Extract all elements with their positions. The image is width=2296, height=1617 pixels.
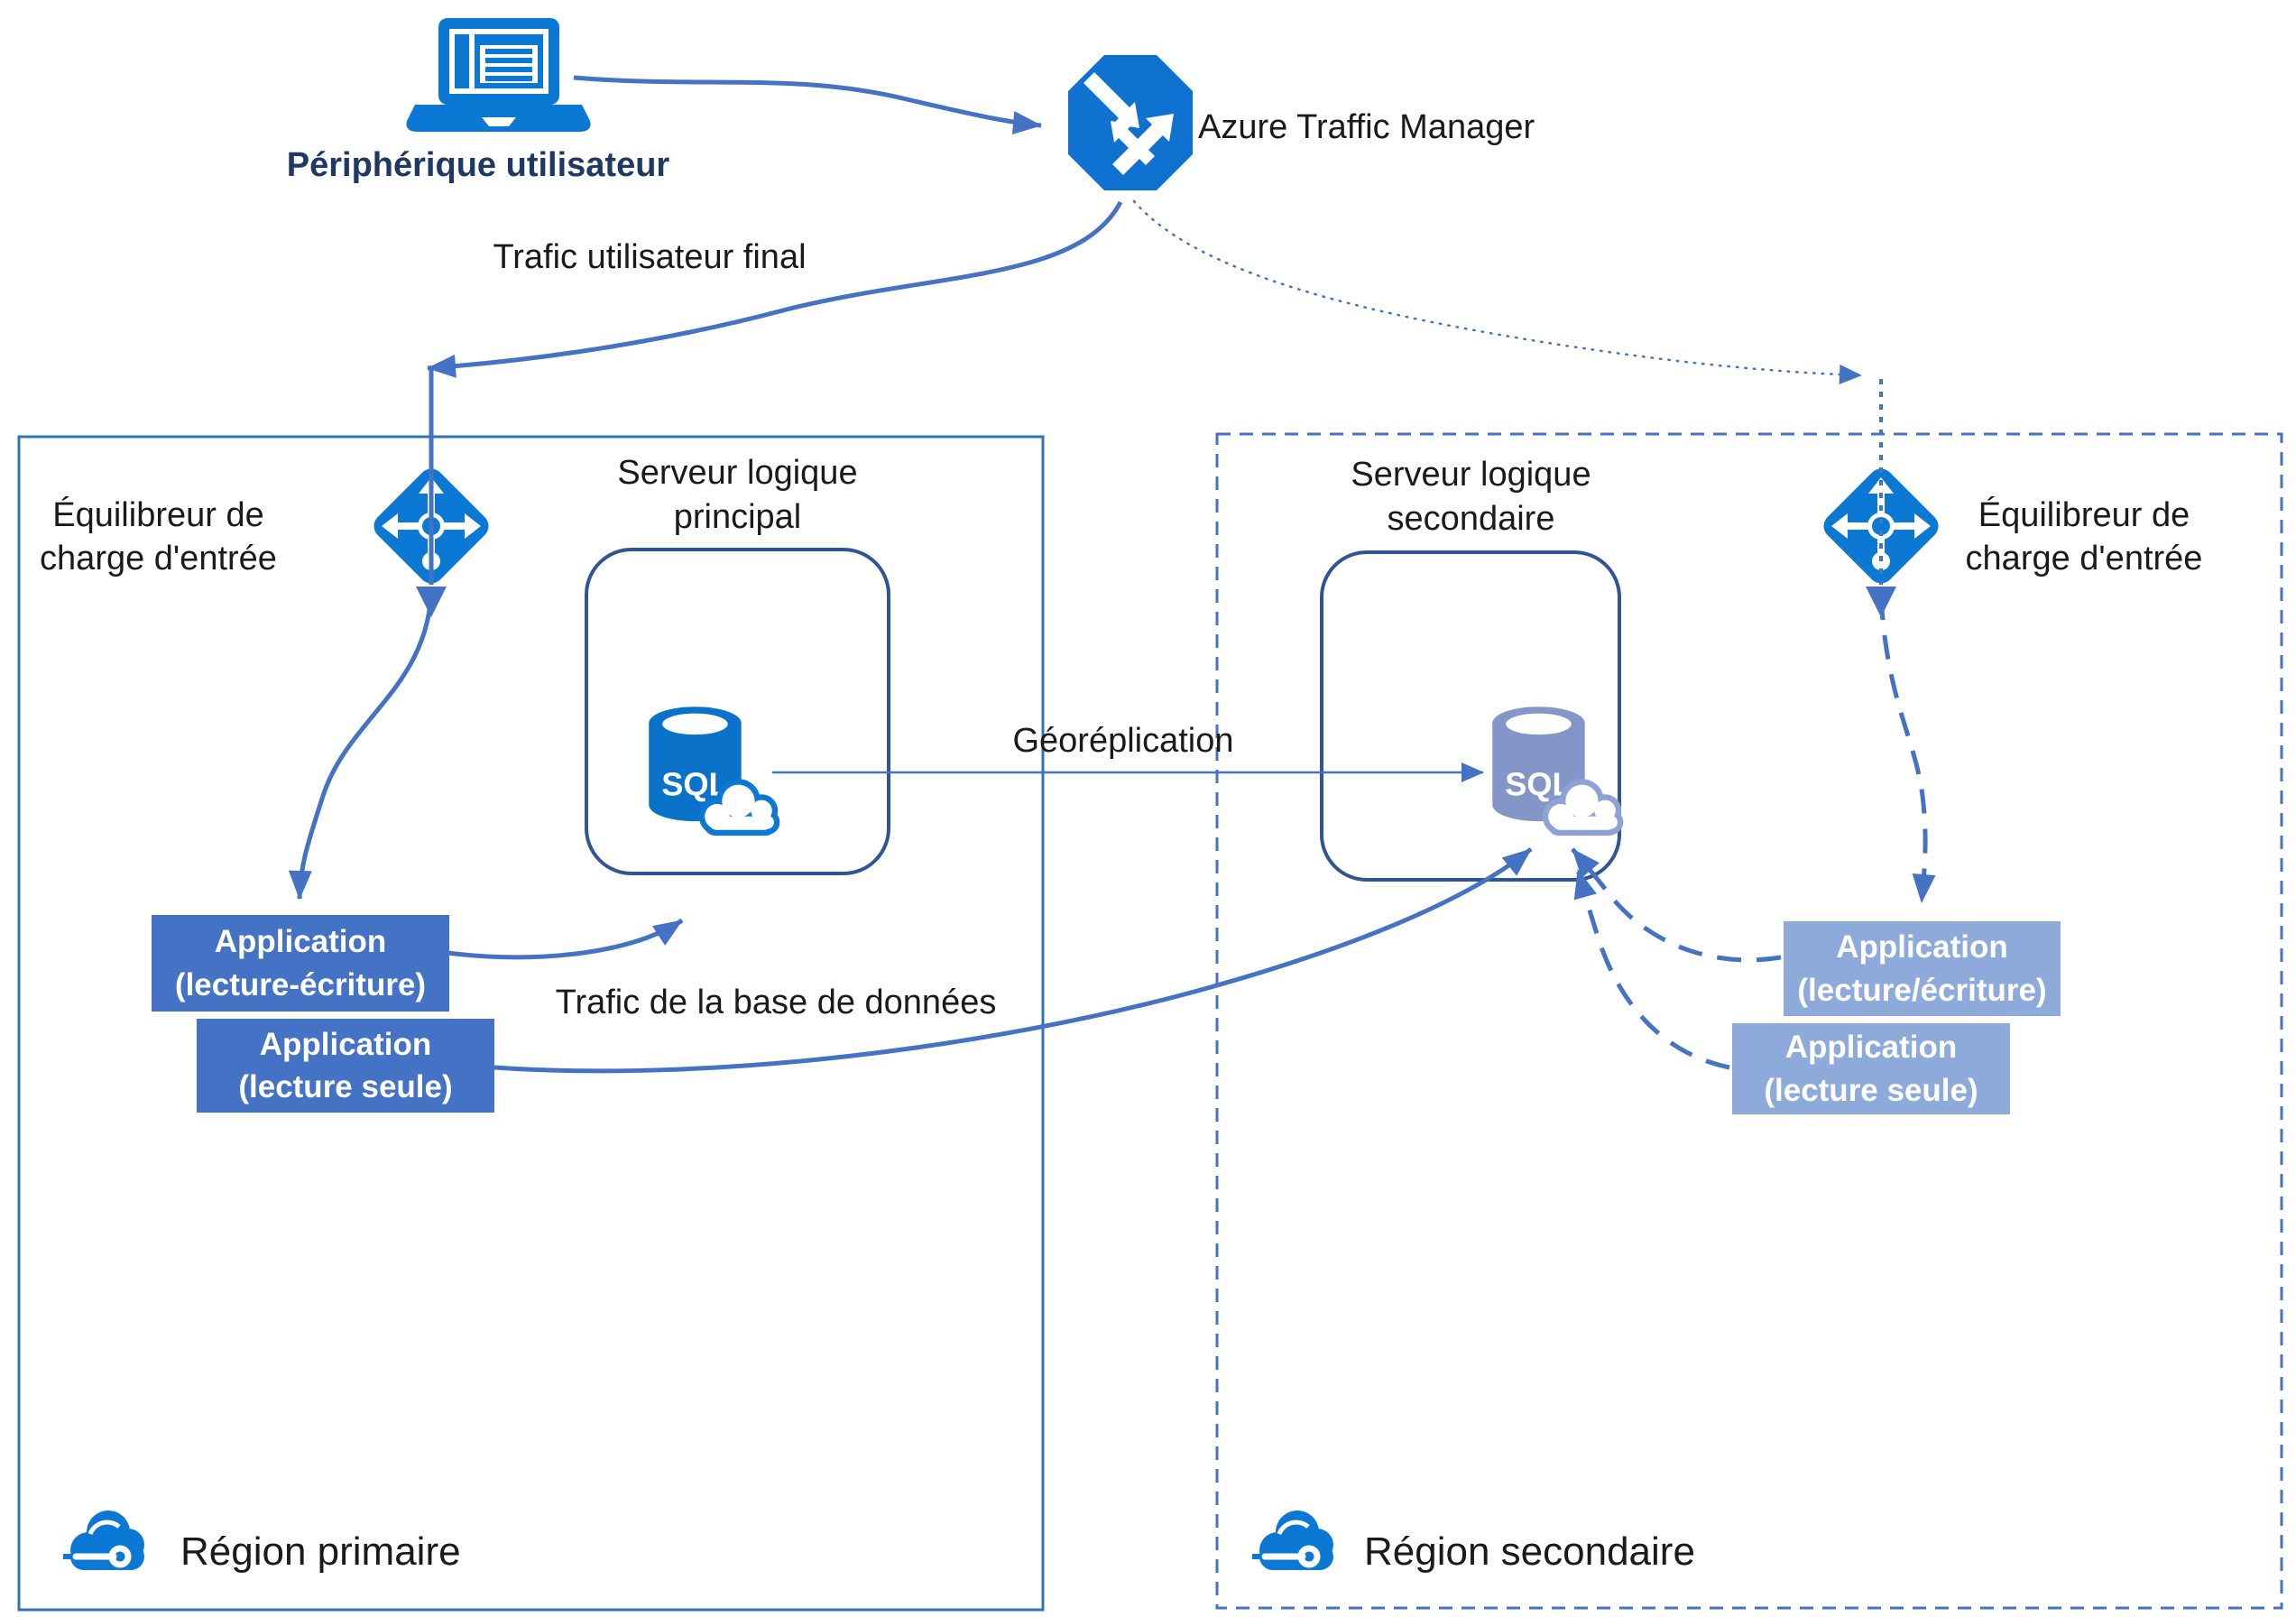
primary-region-box	[17, 435, 1045, 1612]
edge-app-rw-secondary-to-sql-dashed	[1571, 847, 1782, 963]
primary-region-label: Région primaire	[180, 1529, 461, 1574]
edge-device-to-traffic-manager	[573, 75, 1042, 135]
app-read-only-secondary: Application (lecture seule)	[1732, 1023, 2010, 1114]
edge-lb-to-app-rw-secondary-dashed	[1878, 595, 1936, 903]
sql-database-icon-primary: SQL	[649, 707, 780, 836]
app-label: Application	[214, 924, 387, 960]
app-label: Application	[1836, 929, 2008, 966]
app-label: (lecture-écriture)	[174, 966, 427, 1003]
georeplication-label: Géoréplication	[1012, 722, 1234, 760]
arrowhead-below-secondary-lb	[1866, 587, 1896, 617]
app-label: (lecture seule)	[238, 1069, 453, 1104]
secondary-region-box	[1215, 432, 2283, 1610]
app-read-only-primary: Application (lecture seule)	[197, 1019, 494, 1113]
azure-cloud-icon-secondary	[1252, 1511, 1333, 1570]
laptop-icon	[406, 18, 591, 132]
app-label: (lecture seule)	[1764, 1072, 1978, 1108]
app-label: Application	[259, 1026, 432, 1062]
primary-lb-label: Équilibreur de charge d'entrée	[40, 496, 277, 578]
primary-server-box	[585, 548, 890, 875]
edge-app-ro-secondary-to-sql-dashed	[1573, 869, 1730, 1070]
sql-database-icon-secondary: SQL	[1492, 707, 1624, 836]
app-read-write-primary: Application (lecture-écriture)	[152, 915, 449, 1012]
edge-traffic-manager-to-primary	[427, 200, 1123, 378]
end-user-traffic-label: Trafic utilisateur final	[493, 238, 807, 276]
traffic-manager-label: Azure Traffic Manager	[1198, 108, 1535, 146]
load-balancer-icon-secondary	[1823, 468, 1939, 584]
app-read-write-secondary: Application (lecture/écriture)	[1784, 921, 2061, 1016]
primary-server-label: Serveur logique principal	[617, 454, 858, 537]
app-label: Application	[1784, 1030, 1958, 1066]
edge-lb-to-app-rw-primary	[288, 595, 434, 900]
user-device-label: Périphérique utilisateur	[286, 146, 670, 184]
secondary-lb-label: Équilibreur de charge d'entrée	[1965, 496, 2203, 578]
database-traffic-label: Trafic de la base de données	[555, 984, 997, 1021]
secondary-region-label: Région secondaire	[1364, 1529, 1695, 1574]
edge-traffic-manager-to-secondary-dotted	[1132, 199, 1863, 385]
traffic-manager-icon	[1068, 55, 1193, 190]
secondary-server-label: Serveur logique secondaire	[1351, 456, 1591, 539]
arrowhead-below-primary-lb	[416, 587, 447, 617]
edge-app-rw-to-sql-primary	[447, 918, 684, 960]
edge-app-ro-to-sql-secondary	[493, 847, 1533, 1074]
app-label: (lecture/écriture)	[1797, 972, 2047, 1008]
azure-cloud-icon-primary	[63, 1511, 144, 1570]
secondary-server-box	[1320, 550, 1621, 882]
